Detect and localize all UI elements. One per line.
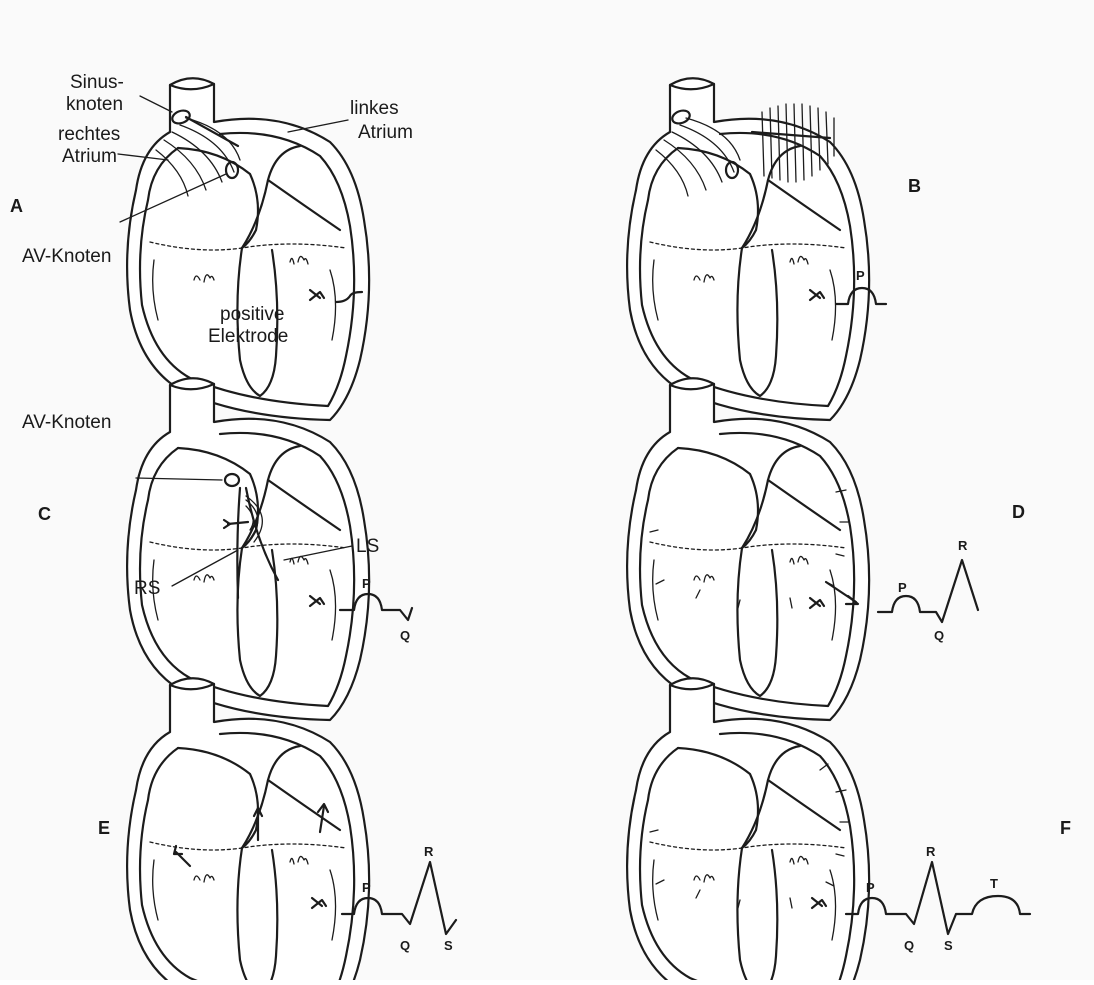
ecg-trace-d xyxy=(878,560,978,622)
label-rechtes-2: Atrium xyxy=(62,146,117,167)
label-elektrode: Elektrode xyxy=(208,326,288,347)
ecg-r-d: R xyxy=(958,538,968,553)
panel-letter-c: C xyxy=(38,504,51,524)
panel-e: E P Q R S xyxy=(98,678,456,980)
label-av-knoten-c: AV-Knoten xyxy=(22,412,111,433)
ecg-s-e: S xyxy=(444,938,453,953)
ecg-s-f: S xyxy=(944,938,953,953)
label-ls: LS xyxy=(356,536,379,557)
label-av-knoten-a: AV-Knoten xyxy=(22,246,111,267)
ecg-r-e: R xyxy=(424,844,434,859)
ecg-p-d: P xyxy=(898,580,907,595)
panel-d: D P Q R xyxy=(627,378,1025,720)
label-linkes-2: Atrium xyxy=(358,122,413,143)
panel-c: C AV-Knoten LS RS P Q xyxy=(22,378,412,720)
ecg-p-b: P xyxy=(856,268,865,283)
panel-a: A Sinus- knoten linkes Atrium rechtes At… xyxy=(10,72,413,420)
ecg-q-d: Q xyxy=(934,628,944,643)
ecg-p-f: P xyxy=(866,880,875,895)
ecg-t-f: T xyxy=(990,876,998,891)
ecg-p-c: P xyxy=(362,576,371,591)
panel-b: B P xyxy=(627,78,921,420)
ecg-p-e: P xyxy=(362,880,371,895)
label-positive: positive xyxy=(220,304,284,325)
panel-letter-e: E xyxy=(98,818,110,838)
ecg-r-f: R xyxy=(926,844,936,859)
label-sinus-2: knoten xyxy=(66,94,123,115)
label-rs: RS xyxy=(134,578,160,599)
panel-letter-d: D xyxy=(1012,502,1025,522)
ecg-q-e: Q xyxy=(400,938,410,953)
ecg-q-f: Q xyxy=(904,938,914,953)
label-linkes-1: linkes xyxy=(350,98,399,119)
panel-letter-f: F xyxy=(1060,818,1071,838)
panel-f: F P Q R S T xyxy=(627,678,1071,980)
panel-letter-b: B xyxy=(908,176,921,196)
panel-letter-a: A xyxy=(10,196,23,216)
label-rechtes-1: rechtes xyxy=(58,124,120,145)
ecg-q-c: Q xyxy=(400,628,410,643)
ecg-trace-f xyxy=(846,862,1030,934)
label-sinus-1: Sinus- xyxy=(70,72,124,93)
